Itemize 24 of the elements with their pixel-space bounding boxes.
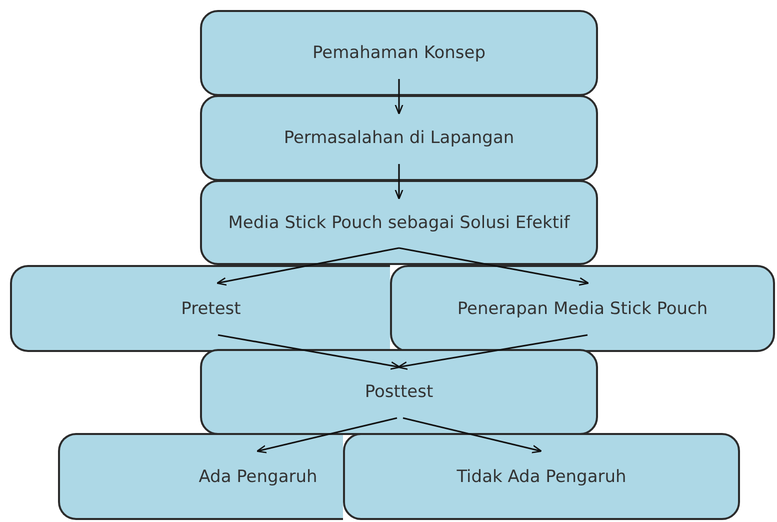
process-box xyxy=(200,10,598,96)
process-box xyxy=(390,265,775,352)
arrow xyxy=(394,164,404,200)
arrow xyxy=(402,417,542,454)
box-label: Permasalahan di Lapangan xyxy=(284,128,514,148)
process-box xyxy=(58,433,343,520)
box-label: Media Stick Pouch sebagai Solusi Efektif xyxy=(228,212,570,232)
arrow xyxy=(394,79,404,115)
process-box xyxy=(10,265,390,352)
box-label: Pemahaman Konsep xyxy=(312,43,486,63)
process-box xyxy=(200,95,598,181)
process-box xyxy=(343,433,740,520)
box-label: Penerapan Media Stick Pouch xyxy=(457,298,708,318)
process-box xyxy=(200,349,598,435)
box-label: Posttest xyxy=(364,382,434,402)
arrow xyxy=(218,334,401,370)
arrow xyxy=(398,247,590,286)
arrow xyxy=(397,334,588,370)
box-label: Tidak Ada Pengaruh xyxy=(456,466,626,486)
arrow xyxy=(256,417,398,454)
process-box xyxy=(200,180,598,265)
box-label: Pretest xyxy=(181,298,241,318)
box-label: Ada Pengaruh xyxy=(198,466,318,486)
arrow xyxy=(216,247,400,286)
